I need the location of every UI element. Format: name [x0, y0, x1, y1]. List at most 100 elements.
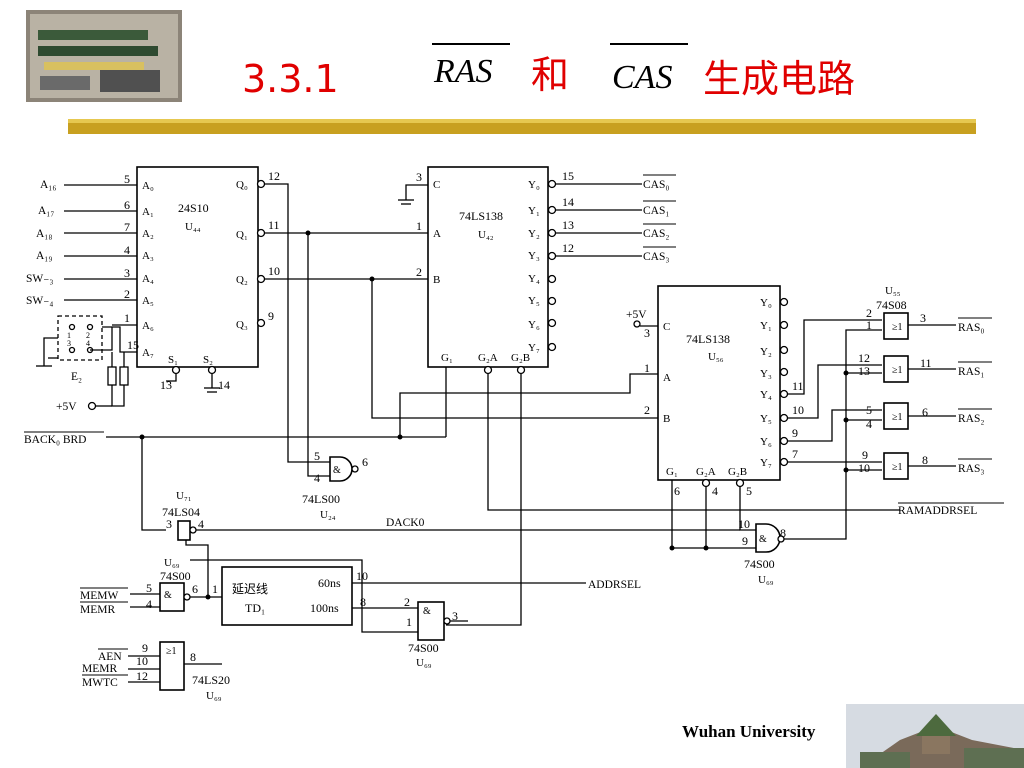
svg-text:Y₆: Y₆ [528, 319, 540, 331]
svg-text:DACK0: DACK0 [386, 517, 425, 529]
svg-text:Q₃: Q₃ [236, 319, 248, 331]
svg-text:RAS₁: RAS₁ [958, 366, 984, 378]
svg-text:15: 15 [127, 338, 139, 352]
svg-text:≥1: ≥1 [892, 462, 903, 473]
svg-text:Y₂: Y₂ [760, 346, 772, 358]
svg-text:U₇₁: U₇₁ [176, 490, 192, 502]
svg-text:U₆₉: U₆₉ [206, 690, 222, 702]
svg-text:9: 9 [268, 309, 274, 323]
svg-text:ADDRSEL: ADDRSEL [588, 579, 641, 591]
svg-text:U₄₄: U₄₄ [185, 221, 201, 233]
gate-u69a: U₆₉ 74S00 & 5 4 6 MEMW MEMR [80, 540, 222, 616]
svg-text:8: 8 [360, 595, 366, 609]
chip-u44: 24S10 U₄₄ A₀ A₁ A₂ A₃ A₄ A₅ A₆ A₇ Q₀ Q₁ … [136, 166, 259, 368]
gates-u55: U₅₅ 74S08 ≥1 ≥1 ≥1 ≥1 2 1 3 12 13 11 5 4… [858, 285, 992, 480]
svg-text:+5V: +5V [626, 309, 647, 321]
svg-text:Y₅: Y₅ [528, 295, 540, 307]
svg-text:8: 8 [190, 650, 196, 664]
svg-text:1: 1 [124, 311, 130, 325]
svg-text:CAS₂: CAS₂ [643, 228, 669, 240]
svg-text:BACK₀ BRD: BACK₀ BRD [24, 434, 86, 446]
svg-text:1: 1 [406, 615, 412, 629]
svg-text:SW₋₄: SW₋₄ [26, 295, 53, 307]
svg-text:U₆₉: U₆₉ [164, 557, 180, 569]
svg-text:3: 3 [920, 311, 926, 325]
svg-text:10: 10 [792, 403, 804, 417]
svg-text:A₁₉: A₁₉ [36, 250, 52, 262]
svg-text:和: 和 [531, 53, 569, 97]
svg-text:7: 7 [124, 220, 130, 234]
svg-text:10: 10 [858, 461, 870, 475]
svg-text:Y₀: Y₀ [760, 297, 772, 309]
svg-text:9: 9 [792, 426, 798, 440]
svg-text:Y₅: Y₅ [760, 413, 772, 425]
svg-text:延迟线: 延迟线 [232, 582, 268, 596]
svg-text:U₅₅: U₅₅ [885, 285, 901, 297]
svg-text:74LS138: 74LS138 [686, 332, 730, 346]
svg-text:U₆₉: U₆₉ [416, 657, 432, 669]
svg-text:12: 12 [268, 169, 280, 183]
svg-text:6: 6 [674, 484, 680, 498]
svg-text:U₂₄: U₂₄ [320, 509, 336, 521]
svg-text:A₁₇: A₁₇ [38, 205, 54, 217]
svg-text:13: 13 [160, 378, 172, 392]
svg-text:生成电路: 生成电路 [703, 57, 855, 101]
svg-text:Y₇: Y₇ [528, 342, 540, 354]
svg-text:Y₁: Y₁ [528, 205, 540, 217]
jumper-e2: 1 2 3 4 E₂ +5V [36, 315, 137, 413]
svg-text:A₅: A₅ [142, 295, 154, 307]
svg-text:9: 9 [142, 641, 148, 655]
svg-text:5: 5 [746, 484, 752, 498]
svg-text:U₅₆: U₅₆ [708, 351, 724, 363]
gate-u71: U₇₁ 74LS04 3 4 DACK0 [162, 490, 740, 541]
svg-text:Y₆: Y₆ [760, 436, 772, 448]
svg-text:U₄₂: U₄₂ [478, 229, 494, 241]
svg-text:Y₄: Y₄ [760, 389, 772, 401]
svg-text:4: 4 [314, 471, 320, 485]
svg-text:1: 1 [212, 582, 218, 596]
svg-text:3: 3 [416, 170, 422, 184]
svg-text:MEMR: MEMR [82, 663, 117, 675]
svg-text:13: 13 [562, 218, 574, 232]
svg-text:6: 6 [192, 582, 198, 596]
svg-text:2: 2 [866, 306, 872, 320]
svg-text:6: 6 [922, 405, 928, 419]
svg-text:G₁: G₁ [666, 466, 678, 478]
svg-text:1: 1 [416, 219, 422, 233]
svg-text:2: 2 [124, 287, 130, 301]
svg-text:10: 10 [136, 654, 148, 668]
svg-text:3: 3 [67, 339, 71, 348]
svg-text:≥1: ≥1 [892, 365, 903, 376]
svg-text:A: A [433, 228, 441, 240]
svg-text:1: 1 [866, 318, 872, 332]
svg-text:3: 3 [166, 517, 172, 531]
svg-text:A₁: A₁ [142, 206, 154, 218]
svg-text:100ns: 100ns [310, 601, 339, 615]
svg-text:1: 1 [67, 331, 71, 340]
svg-text:RAS: RAS [433, 53, 493, 90]
svg-text:Y₂: Y₂ [528, 228, 540, 240]
svg-text:2: 2 [404, 595, 410, 609]
svg-text:5: 5 [866, 403, 872, 417]
svg-text:G₂A: G₂A [696, 466, 716, 478]
svg-text:74LS00: 74LS00 [302, 492, 340, 506]
gate-u69c: & 2 1 3 74S00 U₆₉ [190, 559, 468, 669]
slide-title: 3.3.1 RAS 和 CAS 生成电路 [242, 43, 855, 101]
svg-text:14: 14 [218, 378, 230, 392]
svg-text:4: 4 [198, 517, 204, 531]
svg-text:C: C [663, 321, 670, 333]
svg-text:G₁: G₁ [441, 352, 453, 364]
svg-text:≥1: ≥1 [892, 322, 903, 333]
u56-wiring: +5V 3 1 2 11 10 9 7 6 4 5 [626, 297, 882, 551]
svg-text:&: & [423, 606, 431, 617]
u44-inputs: A₁₆ A₁₇ A₁₈ A₁₉ SW₋₃ SW₋₄ 5 6 7 4 3 2 1 … [26, 172, 139, 352]
svg-text:A₇: A₇ [142, 347, 154, 359]
svg-text:10: 10 [738, 517, 750, 531]
svg-text:11: 11 [920, 356, 932, 370]
chip-u56: 74LS138 U₅₆ C A B Y₀ Y₁ Y₂ Y₃ Y₄ Y₅ Y₆ Y… [657, 285, 781, 481]
svg-text:S₁: S₁ [168, 354, 178, 366]
svg-text:12: 12 [858, 351, 870, 365]
svg-text:E₂: E₂ [71, 371, 82, 383]
gate-u69d: ≥1 9 10 12 8 AEN MEMR MWTC 74LS20 U₆₉ [82, 641, 230, 702]
